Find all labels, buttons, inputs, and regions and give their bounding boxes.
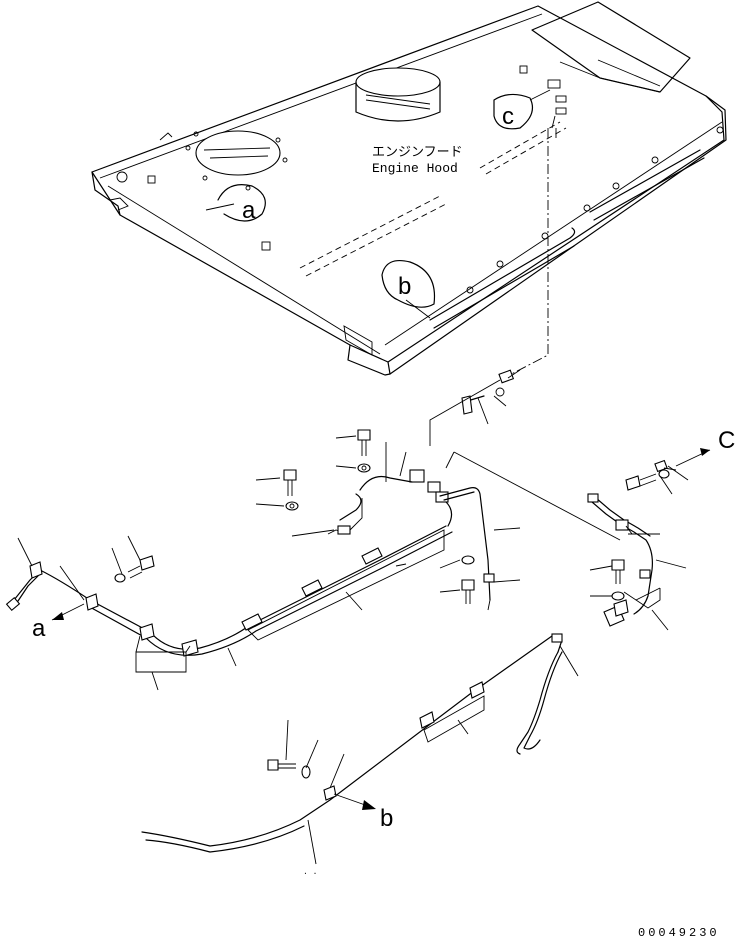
lower-harness xyxy=(141,633,563,853)
lower-harness-tick: . . xyxy=(303,868,317,877)
ref-c-label: c xyxy=(502,103,514,130)
ref-b-label: b xyxy=(398,273,411,300)
drawing-number: 00049230 xyxy=(638,926,720,940)
arrow-c-label: C xyxy=(718,427,735,454)
arrow-to-b xyxy=(333,793,376,810)
engine-hood-label-en: Engine Hood xyxy=(372,161,458,176)
arrow-to-a xyxy=(51,603,85,621)
right-harness xyxy=(587,459,677,627)
main-harness xyxy=(5,369,515,673)
ref-a-label: a xyxy=(242,197,256,224)
leader-lines-middle xyxy=(17,369,621,691)
arrow-b-label: b xyxy=(380,805,393,832)
leader-lines-lower xyxy=(285,645,579,865)
leader-lines-right xyxy=(589,465,689,631)
arrow-to-c xyxy=(675,448,711,467)
engine-hood-label-jp: エンジンフード xyxy=(372,145,463,160)
bolts-left xyxy=(114,429,475,604)
arrow-a-label: a xyxy=(32,615,46,642)
engine-hood xyxy=(91,1,727,376)
